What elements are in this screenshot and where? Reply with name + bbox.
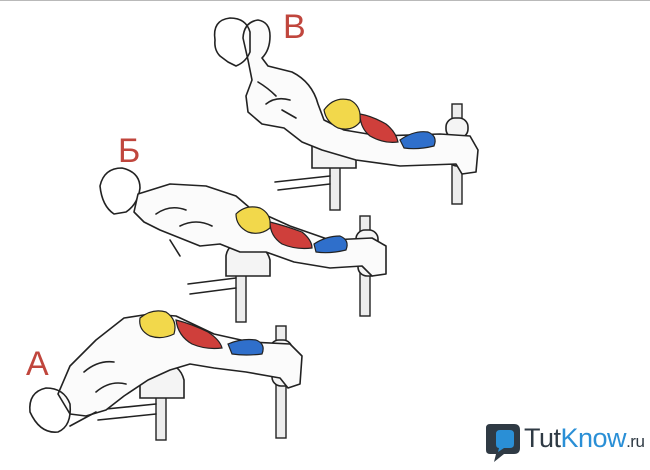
brand-name-domain: .ru (626, 432, 645, 451)
step-label-c: В (283, 8, 306, 46)
figure-a (29, 310, 303, 441)
tutknow-logo-icon (486, 424, 520, 462)
step-label-b: Б (118, 132, 141, 170)
brand-watermark: TutKnow.ru (484, 420, 645, 460)
brand-name-tut: Tut (524, 423, 561, 453)
athlete-a (29, 310, 303, 433)
athlete-c (213, 17, 479, 175)
top-divider (0, 0, 650, 1)
figure-c (213, 17, 479, 211)
athlete-b (99, 167, 387, 277)
brand-logo-spacer (484, 420, 524, 460)
brand-name-know: Know (560, 423, 627, 453)
figure-b (99, 167, 387, 323)
step-label-a: А (26, 345, 49, 383)
brand-name: TutKnow.ru (524, 423, 645, 457)
